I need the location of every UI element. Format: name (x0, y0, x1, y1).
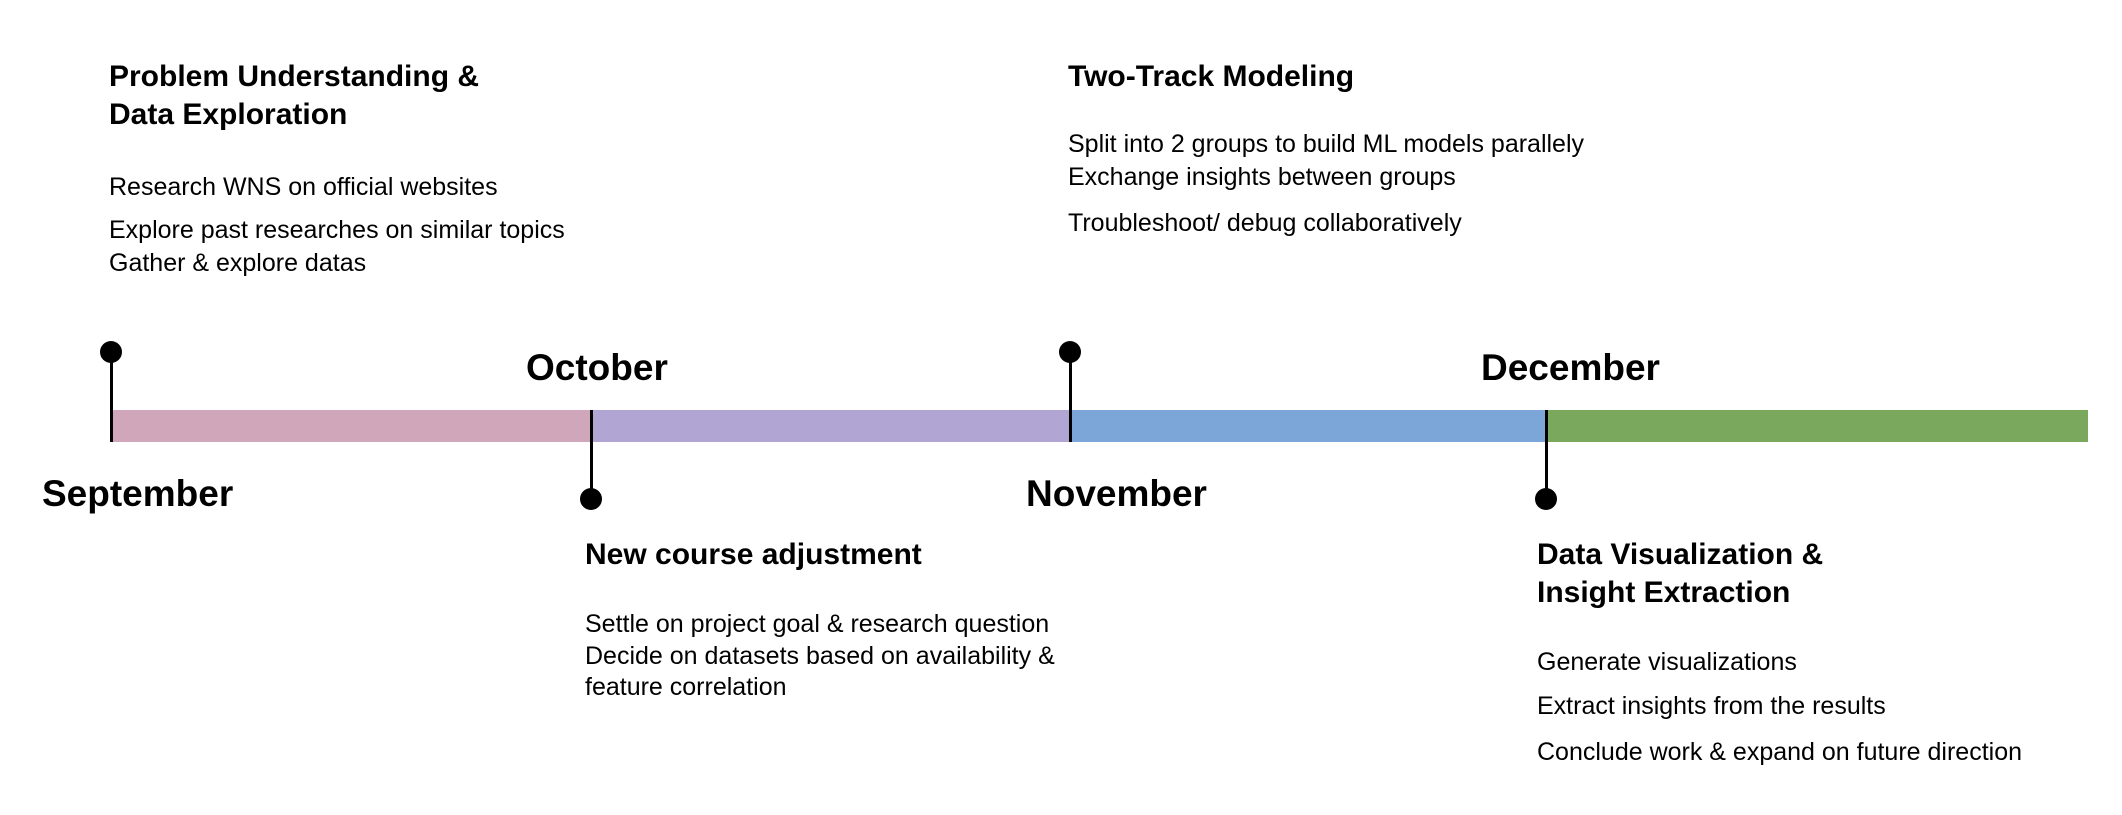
phase-item: Decide on datasets based on availability… (585, 642, 1055, 701)
phase-title: Two-Track Modeling (1068, 60, 1355, 93)
phase-item: Explore past researches on similar topic… (109, 216, 565, 244)
phase-card-2: New course adjustment Settle on project … (585, 536, 1075, 703)
phase-item: Exchange insights between groups (1068, 163, 1456, 191)
milestone-2-stem (590, 410, 593, 500)
phase-item: Extract insights from the results (1537, 692, 1886, 720)
phase-card-4: Data Visualization & Insight Extraction … (1537, 536, 2077, 769)
timeline-segment-september (112, 410, 592, 442)
milestone-4-dot (1535, 488, 1557, 510)
milestone-4-stem (1545, 410, 1548, 500)
phase-item: Troubleshoot/ debug collaboratively (1068, 209, 1462, 237)
phase-item: Research WNS on official websites (109, 173, 498, 201)
month-label-november: November (1026, 473, 1207, 514)
phase-card-3: Two-Track Modeling Split into 2 groups t… (1068, 58, 1628, 240)
milestone-3-dot (1059, 341, 1081, 363)
phase-item: Settle on project goal & research questi… (585, 610, 1050, 638)
phase-card-1: Problem Understanding & Data Exploration… (109, 58, 609, 280)
phase-title: Data Visualization & Insight Extraction (1537, 538, 1824, 609)
month-label-december: December (1481, 347, 1660, 388)
phase-item: Conclude work & expand on future directi… (1537, 738, 2023, 766)
phase-item: Generate visualizations (1537, 648, 1797, 676)
milestone-1-stem (110, 352, 113, 442)
phase-title: Problem Understanding & Data Exploration (109, 60, 480, 131)
milestone-3-stem (1069, 352, 1072, 442)
phase-item: Gather & explore datas (109, 249, 367, 277)
phase-item: Split into 2 groups to build ML models p… (1068, 130, 1585, 158)
milestone-1-dot (100, 341, 122, 363)
month-label-september: September (42, 473, 234, 514)
milestone-2-dot (580, 488, 602, 510)
timeline-segment-october (592, 410, 1071, 442)
phase-title: New course adjustment (585, 538, 922, 571)
timeline-segment-november (1071, 410, 1547, 442)
timeline-segment-december (1547, 410, 2088, 442)
month-label-october: October (526, 347, 668, 388)
